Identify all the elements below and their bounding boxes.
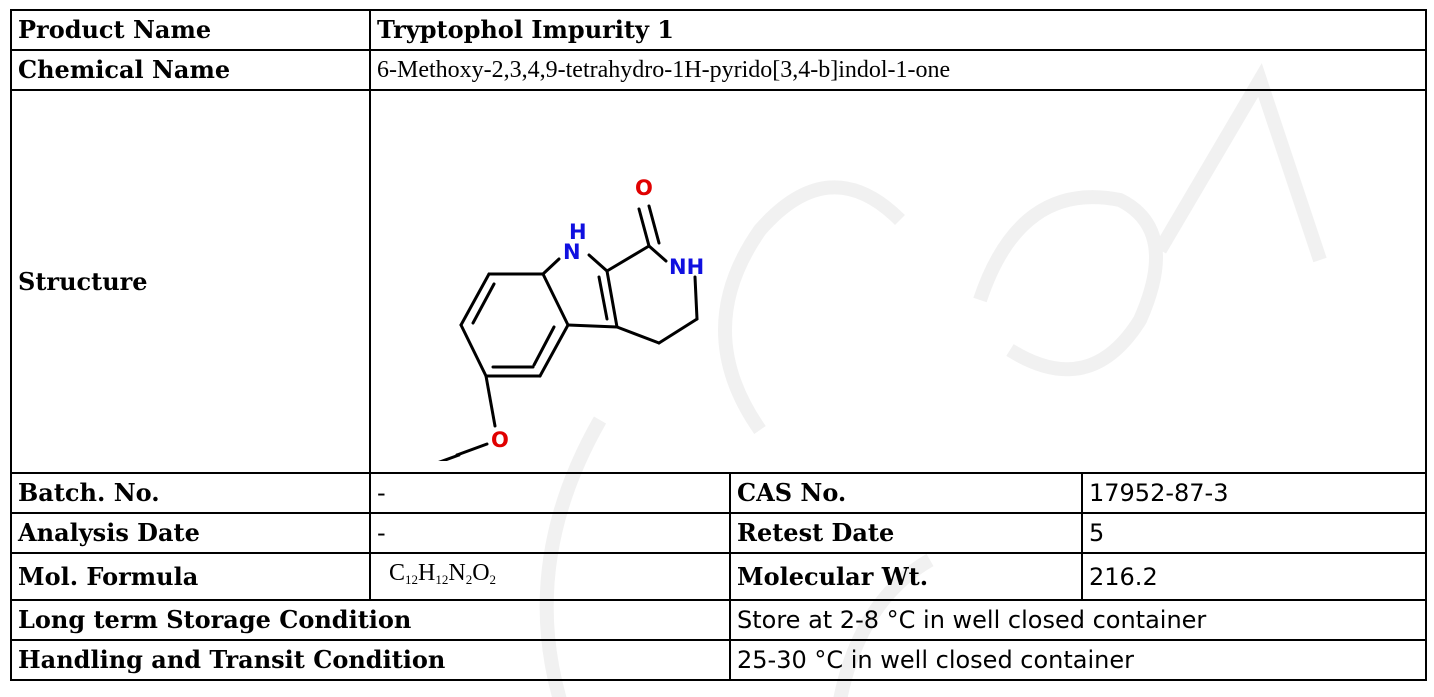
retest-label: Retest Date <box>729 512 1083 554</box>
formula-h: H <box>418 560 436 586</box>
formula-label: Mol. Formula <box>10 552 371 601</box>
handling-value: 25-30 °C in well closed container <box>728 639 1428 681</box>
formula-o-count: 2 <box>489 572 497 587</box>
formula-value: C12H12N2O2 <box>369 552 731 601</box>
row-batch: Batch. No. - CAS No. 17952-87-3 <box>10 472 1428 514</box>
formula-c-count: 12 <box>405 572 419 587</box>
product-name-label: Product Name <box>10 9 371 51</box>
chemical-name-label: Chemical Name <box>10 49 371 91</box>
chemical-name-value: 6-Methoxy-2,3,4,9-tetrahydro-1H-pyrido[3… <box>368 49 1428 91</box>
storage-value: Store at 2-8 °C in well closed container <box>728 599 1428 641</box>
retest-value: 5 <box>1080 512 1428 554</box>
analysis-date-label: Analysis Date <box>10 512 371 554</box>
analysis-date-value: - <box>369 512 731 554</box>
atom-indole-h: H <box>569 220 587 244</box>
structure-label: Structure <box>10 89 371 474</box>
cas-value: 17952-87-3 <box>1080 472 1428 514</box>
atom-ether-o: O <box>491 428 509 452</box>
formula-h-count: 12 <box>435 572 449 587</box>
product-name-value: Tryptophol Impurity 1 <box>368 9 1428 51</box>
storage-label: Long term Storage Condition <box>10 599 731 641</box>
atom-carbonyl-o: O <box>635 176 653 200</box>
batch-label: Batch. No. <box>10 472 371 514</box>
row-structure: Structure <box>10 89 1428 474</box>
mw-label: Molecular Wt. <box>729 552 1083 601</box>
formula-c: C <box>389 560 406 586</box>
atom-indole-n: N <box>563 240 581 264</box>
atom-amide-nh: NH <box>669 255 704 279</box>
row-handling: Handling and Transit Condition 25-30 °C … <box>10 639 1428 681</box>
structure-cell: O H N NH O <box>368 89 1428 474</box>
cas-label: CAS No. <box>729 472 1083 514</box>
coa-table: Product Name Tryptophol Impurity 1 Chemi… <box>10 9 1428 681</box>
handling-label: Handling and Transit Condition <box>10 639 731 681</box>
formula-n-count: 2 <box>465 572 473 587</box>
row-chemical-name: Chemical Name 6-Methoxy-2,3,4,9-tetrahyd… <box>10 49 1428 91</box>
batch-value: - <box>369 472 731 514</box>
row-formula: Mol. Formula C12H12N2O2 Molecular Wt. 21… <box>10 552 1428 601</box>
formula-o: O <box>472 560 490 586</box>
structure-diagram: O H N NH O <box>436 176 704 465</box>
mw-value: 216.2 <box>1080 552 1428 601</box>
row-analysis-date: Analysis Date - Retest Date 5 <box>10 512 1428 554</box>
row-product-name: Product Name Tryptophol Impurity 1 <box>10 9 1428 51</box>
row-storage: Long term Storage Condition Store at 2-8… <box>10 599 1428 641</box>
formula-n: N <box>448 560 466 586</box>
